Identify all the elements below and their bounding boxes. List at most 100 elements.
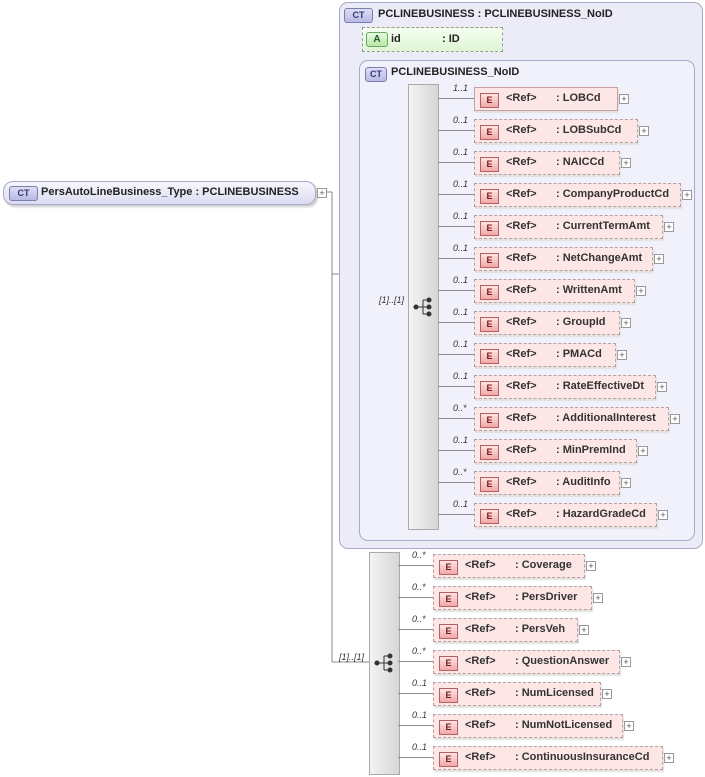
element-ref: <Ref>	[506, 188, 537, 200]
plus-box-icon[interactable]: +	[670, 414, 680, 424]
element-pmacd[interactable]: E<Ref>: PMACd	[474, 343, 616, 367]
element-rateeffectivedt[interactable]: E<Ref>: RateEffectiveDt	[474, 375, 656, 399]
plus-box-icon[interactable]: +	[658, 510, 668, 520]
element-icon: E	[480, 349, 499, 364]
branch-line	[438, 98, 474, 99]
branch-line	[398, 629, 433, 630]
element-coverage[interactable]: E<Ref>: Coverage	[433, 554, 585, 578]
element-companyproductcd[interactable]: E<Ref>: CompanyProductCd	[474, 183, 681, 207]
branch-line	[438, 450, 474, 451]
element-writtenamt[interactable]: E<Ref>: WrittenAmt	[474, 279, 635, 303]
plus-box-icon[interactable]: +	[682, 190, 692, 200]
element-hazardgradecd[interactable]: E<Ref>: HazardGradeCd	[474, 503, 657, 527]
plus-box-icon[interactable]: +	[621, 158, 631, 168]
element-cardinality: 0..1	[412, 678, 428, 688]
element-icon: E	[480, 125, 499, 140]
branch-line	[398, 597, 433, 598]
branch-line	[438, 322, 474, 323]
element-name: : MinPremInd	[556, 444, 626, 456]
element-name: : LOBSubCd	[556, 124, 622, 136]
branch-line	[438, 354, 474, 355]
attribute-icon: A	[366, 32, 388, 47]
element-auditinfo[interactable]: E<Ref>: AuditInfo	[474, 471, 620, 495]
branch-line	[438, 226, 474, 227]
element-questionanswer[interactable]: E<Ref>: QuestionAnswer	[433, 650, 620, 674]
element-lobcd[interactable]: E<Ref>: LOBCd	[474, 87, 618, 111]
plus-box-icon[interactable]: +	[639, 126, 649, 136]
element-ref: <Ref>	[506, 444, 537, 456]
element-persdriver[interactable]: E <Ref> : PersDriver	[433, 586, 592, 610]
plus-box-icon[interactable]: +	[657, 382, 667, 392]
plus-box-icon[interactable]: +	[624, 721, 634, 731]
element-ref: <Ref>	[506, 252, 537, 264]
branch-line	[438, 482, 474, 483]
noid-title: PCLINEBUSINESS_NoID	[391, 66, 520, 78]
complex-type-icon: CT	[9, 186, 38, 201]
element-icon: E	[480, 285, 499, 300]
element-name: : PMACd	[556, 348, 602, 360]
element-lobsubcd[interactable]: E <Ref> : LOBSubCd	[474, 119, 638, 143]
element-name: : PersDriver	[515, 591, 578, 603]
element-name: : AdditionalInterest	[556, 412, 656, 424]
outer-sequence-cardinality: [1]..[1]	[339, 652, 365, 662]
plus-box-icon[interactable]: +	[617, 350, 627, 360]
root-complex-type[interactable]: CT PersAutoLineBusiness_Type : PCLINEBUS…	[3, 181, 327, 205]
sequence-compositor-icon	[374, 653, 393, 673]
element-naiccd[interactable]: E<Ref>: NAICCd	[474, 151, 620, 175]
plus-box-icon[interactable]: +	[664, 222, 674, 232]
plus-box-icon[interactable]: +	[621, 657, 631, 667]
element-persveh[interactable]: E<Ref>: PersVeh	[433, 618, 578, 642]
element-ref: <Ref>	[465, 655, 496, 667]
element-cardinality: 0..*	[412, 614, 426, 624]
element-cardinality: 0..1	[453, 307, 469, 317]
attribute-type: : ID	[442, 33, 460, 45]
plus-box-icon[interactable]: +	[586, 561, 596, 571]
element-icon: E	[439, 592, 458, 607]
element-name: : CurrentTermAmt	[556, 220, 650, 232]
element-ref: <Ref>	[465, 591, 496, 603]
element-cardinality: 0..1	[412, 742, 428, 752]
element-icon: E	[480, 381, 499, 396]
pcline-title: PCLINEBUSINESS : PCLINEBUSINESS_NoID	[378, 8, 613, 20]
root-label: PersAutoLineBusiness_Type : PCLINEBUSINE…	[41, 186, 299, 198]
element-ref: <Ref>	[506, 316, 537, 328]
plus-box-icon[interactable]: +	[602, 689, 612, 699]
branch-line	[398, 661, 433, 662]
element-continuousinsurancecd[interactable]: E<Ref>: ContinuousInsuranceCd	[433, 746, 663, 770]
element-minpremind[interactable]: E<Ref>: MinPremInd	[474, 439, 637, 463]
plus-box-icon[interactable]: +	[317, 188, 327, 198]
plus-box-icon[interactable]: +	[621, 478, 631, 488]
element-ref: <Ref>	[506, 124, 537, 136]
element-additionalinterest[interactable]: E<Ref>: AdditionalInterest	[474, 407, 669, 431]
plus-box-icon[interactable]: +	[593, 593, 603, 603]
element-ref: <Ref>	[506, 476, 537, 488]
attribute-id[interactable]: A id : ID	[362, 27, 503, 52]
element-currenttermamt[interactable]: E<Ref>: CurrentTermAmt	[474, 215, 663, 239]
plus-box-icon[interactable]: +	[638, 446, 648, 456]
element-numlicensed[interactable]: E<Ref>: NumLicensed	[433, 682, 601, 706]
plus-box-icon[interactable]: +	[636, 286, 646, 296]
element-name: : RateEffectiveDt	[556, 380, 645, 392]
plus-box-icon[interactable]: +	[654, 254, 664, 264]
element-groupid[interactable]: E<Ref>: GroupId	[474, 311, 620, 335]
element-netchangeamt[interactable]: E<Ref>: NetChangeAmt	[474, 247, 653, 271]
element-icon: E	[480, 157, 499, 172]
element-ref: <Ref>	[465, 751, 496, 763]
element-name: : Coverage	[515, 559, 572, 571]
branch-line	[438, 290, 474, 291]
plus-box-icon[interactable]: +	[664, 753, 674, 763]
complex-type-icon: CT	[344, 8, 373, 23]
element-icon: E	[480, 509, 499, 524]
plus-box-icon[interactable]: +	[619, 94, 629, 104]
plus-box-icon[interactable]: +	[621, 318, 631, 328]
branch-line	[438, 130, 474, 131]
element-cardinality: 1..1	[453, 83, 469, 93]
element-icon: E	[480, 189, 499, 204]
element-name: : LOBCd	[556, 92, 601, 104]
plus-box-icon[interactable]: +	[579, 625, 589, 635]
branch-line	[398, 757, 433, 758]
element-numnotlicensed[interactable]: E<Ref>: NumNotLicensed	[433, 714, 623, 738]
element-cardinality: 0..*	[453, 403, 467, 413]
sequence-compositor-icon	[413, 297, 432, 317]
element-name: : NumNotLicensed	[515, 719, 613, 731]
